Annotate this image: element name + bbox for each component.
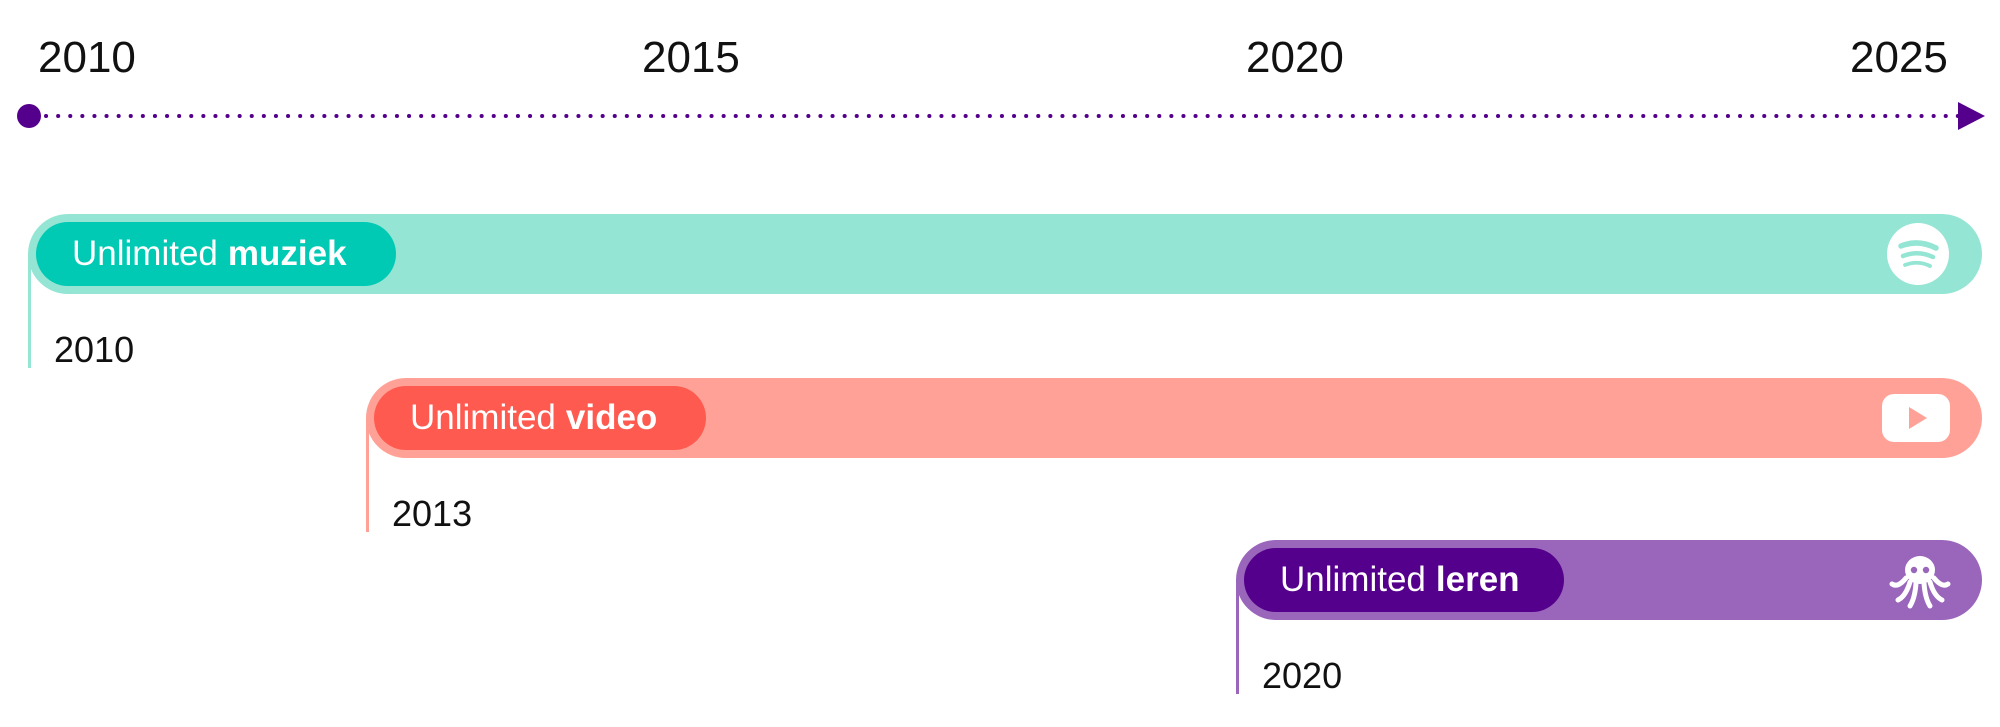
pill-label-bold: muziek (227, 234, 347, 273)
timeline-arrow-head (1958, 102, 1985, 130)
pill-label-light: Unlimited (1280, 560, 1426, 599)
pill-unlimited-video: Unlimited video (374, 386, 706, 450)
youtube-icon (1882, 394, 1950, 442)
bar-unlimited-leren: Unlimited leren (1236, 540, 1982, 620)
timeline-axis (17, 102, 1985, 130)
axis-label-2010: 2010 (38, 33, 136, 82)
year-label-video: 2013 (392, 493, 473, 534)
spotify-icon (1887, 223, 1949, 285)
pill-label-light: Unlimited (410, 398, 556, 437)
pill-unlimited-leren: Unlimited leren (1244, 548, 1564, 612)
bar-unlimited-muziek: Unlimited muziek (28, 214, 1982, 294)
tick-leren (1236, 580, 1239, 694)
pill-label-light: Unlimited (72, 234, 218, 273)
axis-label-2025: 2025 (1850, 33, 1948, 82)
axis-label-2020: 2020 (1246, 33, 1344, 82)
year-label-muziek: 2010 (54, 329, 135, 370)
octopus-icon (1889, 556, 1951, 609)
timeline-start-dot (17, 104, 41, 128)
tick-muziek (28, 254, 31, 368)
pill-label-bold: leren (1435, 560, 1520, 599)
axis-label-2015: 2015 (642, 33, 740, 82)
year-label-leren: 2020 (1262, 655, 1343, 696)
tick-video (366, 418, 369, 532)
bar-unlimited-video: Unlimited video (366, 378, 1982, 458)
pill-unlimited-muziek: Unlimited muziek (36, 222, 396, 286)
pill-label-bold: video (565, 398, 658, 437)
